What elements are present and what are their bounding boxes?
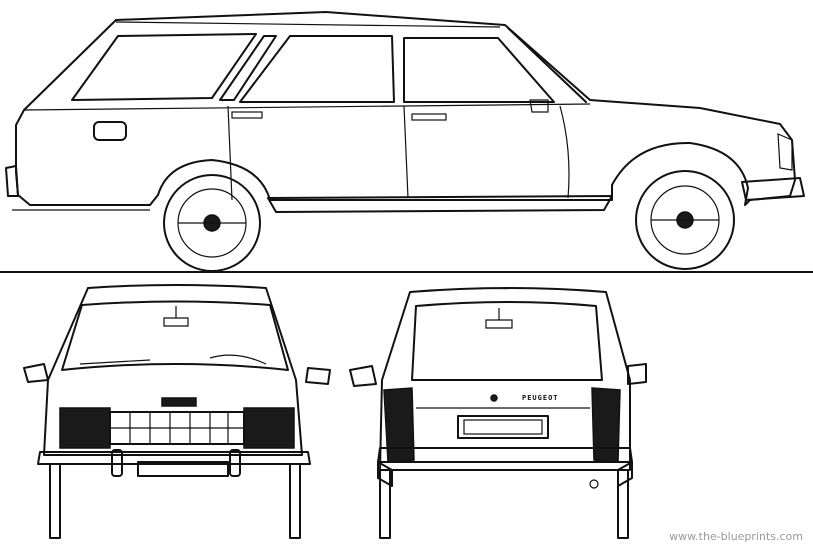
side-view-rear-bumper: [5, 165, 19, 197]
rear-view-license-plate: [457, 415, 549, 439]
front-view-wiper-left: [79, 359, 151, 365]
front-view-badge: [161, 397, 197, 407]
side-view-rocker-panel: [267, 195, 613, 213]
side-view-headlight: [777, 133, 793, 171]
front-view-grille-bars: [110, 412, 244, 444]
rear-view-taillight-right: [591, 387, 621, 463]
side-view-front-bumper: [741, 177, 805, 201]
side-view-rear-wheel: [163, 174, 261, 272]
rear-view-body-outline: [379, 287, 631, 471]
side-view-rear-door-window: [239, 35, 395, 103]
side-view-door-seam-rear: [227, 105, 233, 201]
front-view-mirror-right: [305, 367, 331, 385]
side-view-door-seam-front: [559, 105, 570, 199]
side-view: [0, 11, 813, 273]
rear-view-badge-text: PEUGEOT: [522, 394, 559, 402]
side-view-door-handle-rear: [231, 111, 263, 119]
side-view-fuel-cap: [93, 121, 127, 141]
front-view-license-plate: [137, 461, 229, 477]
side-view-roof-line: [115, 21, 501, 28]
rear-view-rear-window: [411, 301, 603, 381]
rear-view-taillight-left: [383, 387, 415, 463]
rear-view-mirror-bar: [485, 319, 513, 329]
side-view-windscreen: [507, 27, 587, 103]
front-view-tyre-right: [289, 463, 301, 539]
rear-view-exhaust: [589, 479, 599, 489]
front-view-headlight-right: [243, 407, 295, 449]
front-view-windscreen: [61, 300, 289, 371]
rear-view-tyre-right: [617, 469, 629, 539]
rear-view-mirror-right: [627, 363, 647, 385]
rear-view-mudflap-left: [377, 461, 393, 487]
side-view-beltline: [23, 103, 591, 111]
rear-view-license-plate-inner: [463, 419, 543, 435]
front-view-overrider-right: [229, 449, 241, 477]
side-view-door-handle-front: [411, 113, 447, 121]
rear-view-lion-emblem: [490, 394, 498, 402]
rear-view-mirror-left: [349, 365, 377, 387]
watermark-text: www.the-blueprints.com: [669, 530, 803, 543]
side-view-front-door-window: [403, 37, 555, 103]
front-view-headlight-left: [59, 407, 111, 449]
side-view-front-wheel: [635, 170, 735, 270]
rear-view: PEUGEOT: [349, 287, 647, 539]
front-view-body-outline: [43, 284, 303, 456]
rear-view-tyre-left: [379, 469, 391, 539]
side-view-rear-window: [71, 33, 257, 101]
front-view-wiper-right: [209, 354, 267, 365]
side-view-c-pillar: [219, 35, 277, 101]
front-view-mirror-left: [23, 363, 49, 383]
front-view: [23, 284, 331, 539]
front-view-bumper: [37, 451, 311, 465]
front-view-mirror-bar: [163, 317, 189, 327]
front-view-tyre-left: [49, 463, 61, 539]
side-view-mirror: [529, 99, 549, 113]
front-view-overrider-left: [111, 449, 123, 477]
side-view-door-seam-middle: [403, 105, 409, 199]
